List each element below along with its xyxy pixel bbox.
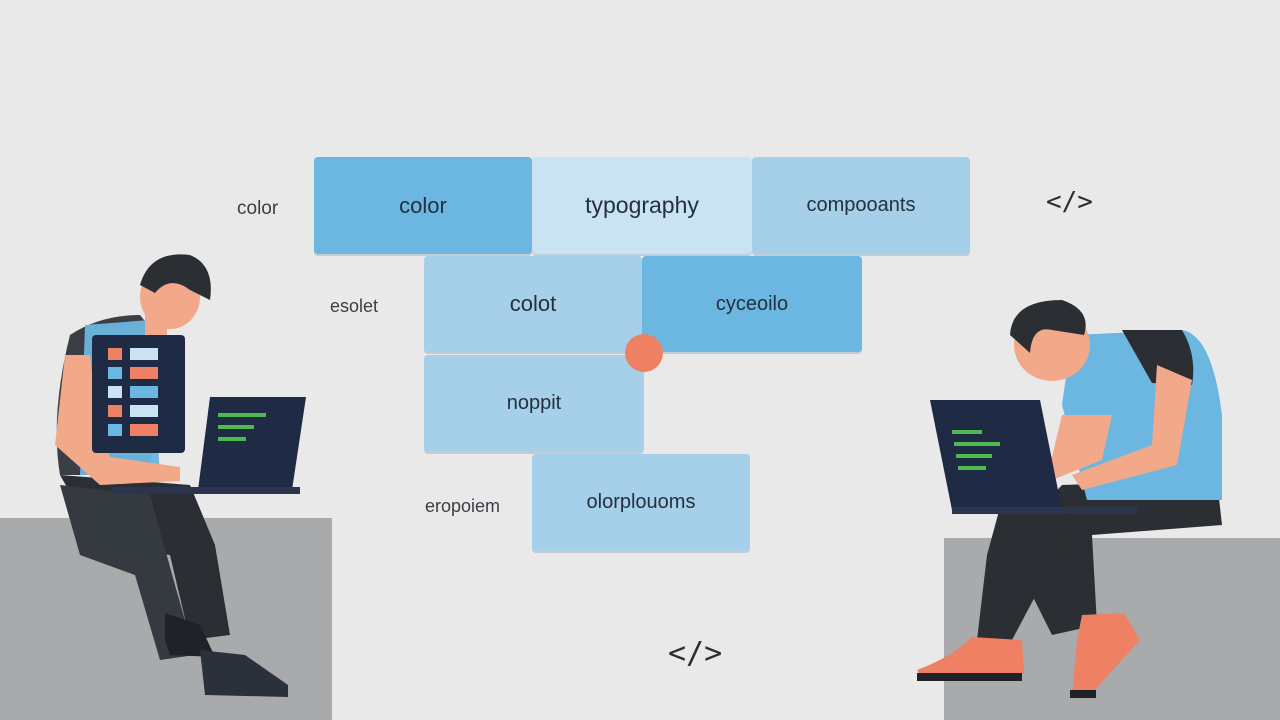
block-typography[interactable]: typography bbox=[532, 157, 752, 254]
side-label-color: color bbox=[237, 198, 279, 219]
block-label: colot bbox=[509, 291, 557, 316]
block-colot[interactable]: colot bbox=[424, 256, 642, 352]
block-label: typography bbox=[585, 192, 699, 218]
block-noppit[interactable]: noppit bbox=[424, 355, 644, 452]
right-person-illustration bbox=[917, 300, 1222, 698]
side-label-eropoiem: eropoiem bbox=[425, 496, 501, 516]
left-person-illustration bbox=[55, 254, 306, 697]
block-color[interactable]: color bbox=[314, 157, 532, 254]
block-label: cyceoilo bbox=[715, 292, 789, 315]
block-compooants[interactable]: compooants bbox=[752, 157, 970, 254]
block-cyceoilo[interactable]: cyceoilo bbox=[642, 256, 862, 352]
code-icon: </> bbox=[1046, 187, 1093, 217]
block-olorplouoms[interactable]: olorplouoms bbox=[532, 454, 750, 551]
block-label: color bbox=[399, 192, 447, 218]
block-label: olorplouoms bbox=[586, 491, 696, 513]
block-label: compooants bbox=[806, 194, 916, 216]
side-label-esolet: esolet bbox=[330, 296, 379, 316]
hotspot-dot bbox=[625, 334, 663, 372]
block-label: noppit bbox=[506, 392, 562, 414]
code-icon: </> bbox=[668, 636, 723, 671]
